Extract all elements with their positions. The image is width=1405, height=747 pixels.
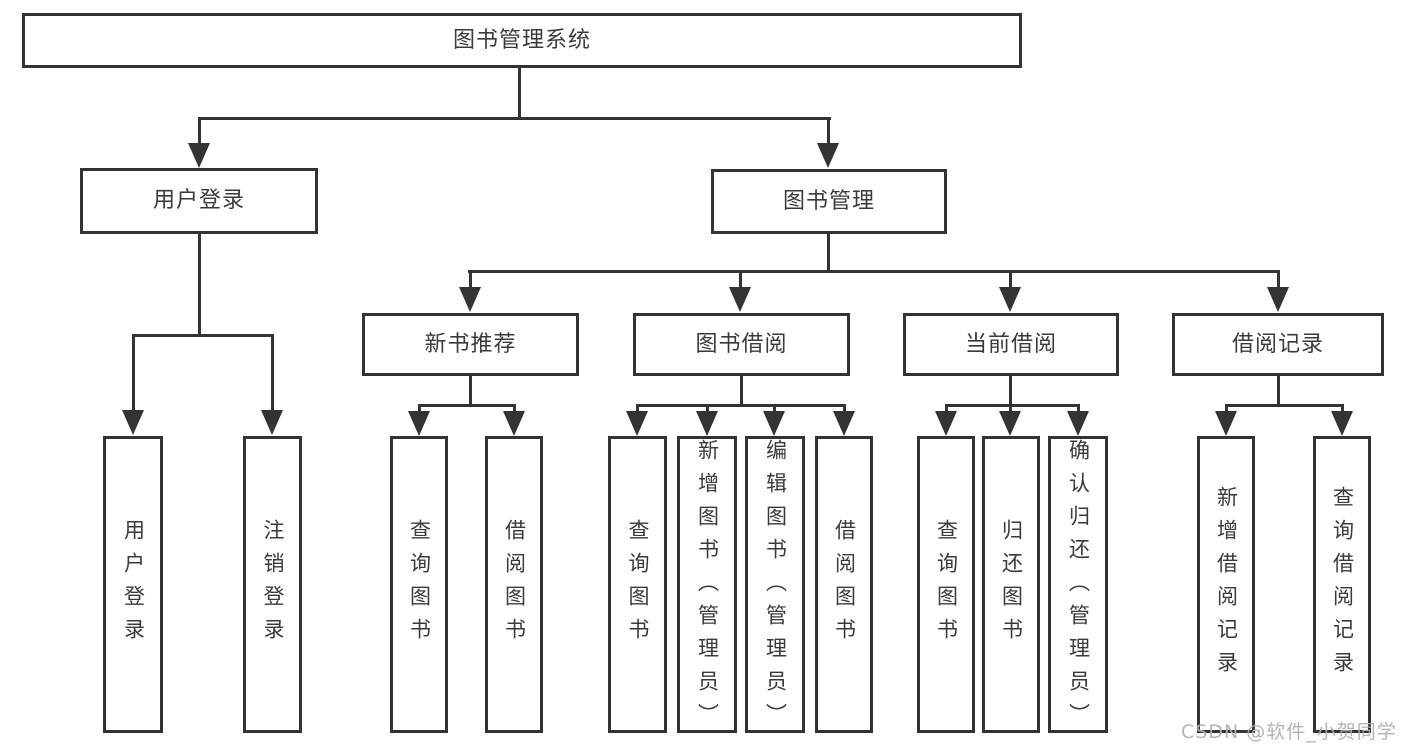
edge-line — [468, 270, 1280, 273]
edge-line — [198, 117, 201, 145]
node-book-borrowing: 图书借阅 — [633, 313, 850, 376]
edge-line — [1277, 270, 1280, 288]
arrow-down-icon — [833, 411, 855, 436]
arrow-down-icon — [935, 411, 957, 436]
node-user-login-label: 用户登录 — [152, 188, 245, 213]
csdn-watermark: CSDN @软件_小贺同学 — [1181, 721, 1397, 743]
edge-line — [773, 404, 776, 414]
node-book-management: 图书管理 — [711, 169, 947, 234]
leaf-borrow-books-borrowing-label: 借阅图书 — [832, 518, 857, 651]
node-user-login: 用户登录 — [80, 168, 318, 234]
node-book-management-label: 图书管理 — [782, 188, 875, 214]
edge-line — [513, 404, 516, 414]
leaf-query-books-current-label: 查询图书 — [934, 518, 959, 651]
edge-line — [1009, 404, 1012, 414]
leaf-query-borrow-record-label: 查询借阅记录 — [1330, 485, 1355, 684]
edge-line — [827, 117, 830, 145]
leaf-return-book: 归还图书 — [982, 436, 1040, 733]
leaf-user-login-label: 用户登录 — [121, 518, 146, 651]
arrow-down-icon — [696, 411, 718, 436]
node-library-system: 图书管理系统 — [22, 13, 1022, 68]
leaf-logout: 注销登录 — [243, 436, 302, 733]
arrow-down-icon — [408, 411, 430, 436]
leaf-return-book-label: 归还图书 — [999, 518, 1024, 651]
edge-line — [1225, 404, 1343, 407]
edge-line — [198, 234, 201, 336]
leaf-add-borrow-record: 新增借阅记录 — [1197, 436, 1255, 733]
node-new-book-recommend-label: 新书推荐 — [424, 331, 517, 357]
edge-line — [636, 404, 639, 414]
arrow-down-icon — [188, 143, 210, 168]
leaf-confirm-return-admin: 确认归还（管理员） — [1048, 436, 1108, 736]
edge-line — [945, 404, 948, 414]
leaf-query-books-current: 查询图书 — [917, 436, 975, 733]
node-new-book-recommend: 新书推荐 — [362, 313, 579, 376]
node-borrow-records: 借阅记录 — [1172, 313, 1384, 376]
leaf-add-book-admin-label: 新增图书（管理员） — [695, 439, 720, 736]
edge-line — [1009, 270, 1012, 288]
leaf-borrow-books-recommend-label: 借阅图书 — [502, 518, 527, 651]
leaf-query-books-recommend-label: 查询图书 — [407, 518, 432, 651]
edge-line — [418, 404, 421, 414]
edge-line — [132, 334, 274, 337]
edge-line — [740, 376, 743, 407]
arrow-down-icon — [817, 143, 839, 168]
leaf-borrow-books-borrowing: 借阅图书 — [815, 436, 873, 733]
leaf-query-books-borrowing: 查询图书 — [608, 436, 667, 733]
edge-line — [271, 334, 274, 411]
edge-line — [132, 334, 135, 411]
node-library-system-label: 图书管理系统 — [452, 27, 591, 53]
leaf-query-books-recommend: 查询图书 — [390, 436, 448, 733]
arrow-down-icon — [729, 287, 751, 312]
edge-line — [1009, 376, 1012, 407]
leaf-borrow-books-recommend: 借阅图书 — [485, 436, 543, 733]
arrow-down-icon — [261, 410, 283, 435]
edge-line — [1341, 404, 1344, 414]
arrow-down-icon — [1067, 411, 1089, 436]
arrow-down-icon — [503, 411, 525, 436]
arrow-down-icon — [626, 411, 648, 436]
arrow-down-icon — [459, 287, 481, 312]
edge-line — [469, 376, 472, 407]
leaf-edit-book-admin: 编辑图书（管理员） — [745, 436, 805, 736]
arrow-down-icon — [1331, 411, 1353, 436]
arrow-down-icon — [763, 411, 785, 436]
edge-line — [636, 404, 846, 407]
edge-line — [1277, 376, 1280, 407]
arrow-down-icon — [1215, 411, 1237, 436]
leaf-confirm-return-admin-label: 确认归还（管理员） — [1066, 439, 1091, 736]
arrow-down-icon — [1267, 287, 1289, 312]
leaf-logout-label: 注销登录 — [261, 518, 285, 651]
node-current-borrowing: 当前借阅 — [903, 313, 1119, 376]
edge-line — [706, 404, 709, 414]
edge-line — [198, 117, 831, 120]
edge-line — [418, 404, 516, 407]
arrow-down-icon — [122, 410, 144, 435]
leaf-query-books-borrowing-label: 查询图书 — [626, 518, 650, 651]
edge-line — [827, 234, 830, 273]
leaf-add-book-admin: 新增图书（管理员） — [677, 436, 737, 736]
edge-line — [1077, 404, 1080, 414]
node-book-borrowing-label: 图书借阅 — [695, 331, 788, 357]
edge-line — [945, 404, 1080, 407]
edge-line — [1225, 404, 1228, 414]
edge-line — [518, 68, 521, 118]
leaf-add-borrow-record-label: 新增借阅记录 — [1214, 485, 1239, 684]
edge-line — [843, 404, 846, 414]
edge-line — [469, 270, 472, 288]
leaf-user-login: 用户登录 — [103, 436, 163, 733]
node-current-borrowing-label: 当前借阅 — [964, 331, 1057, 357]
edge-line — [739, 270, 742, 288]
arrow-down-icon — [999, 287, 1021, 312]
leaf-query-borrow-record: 查询借阅记录 — [1313, 436, 1371, 733]
arrow-down-icon — [999, 411, 1021, 436]
leaf-edit-book-admin-label: 编辑图书（管理员） — [763, 439, 788, 736]
node-borrow-records-label: 借阅记录 — [1231, 331, 1324, 357]
